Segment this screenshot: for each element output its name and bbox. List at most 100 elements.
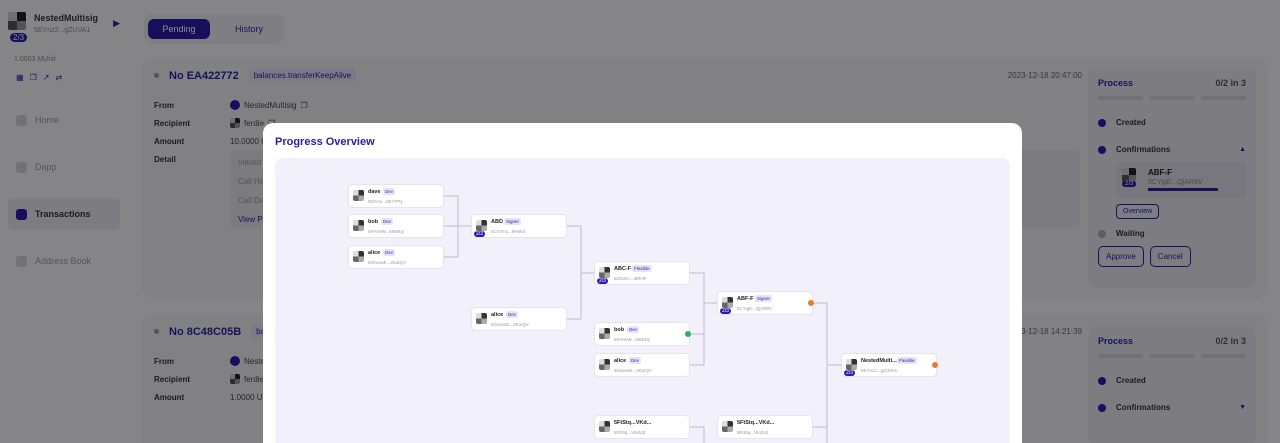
signer-node[interactable]: 5FtStq...VKd... 5FtStq...VKdU2 — [717, 415, 813, 439]
row-label: Recipient — [154, 374, 191, 384]
step-created: Created — [1116, 118, 1146, 127]
link — [444, 195, 471, 227]
node-tag: Dev — [506, 311, 519, 318]
identicon — [8, 12, 26, 30]
cancel-button[interactable]: Cancel — [1149, 246, 1191, 267]
identicon — [722, 297, 733, 308]
home-icon — [16, 114, 27, 126]
chevron-down-icon[interactable]: ▼ — [1239, 404, 1246, 411]
pending-status-icon — [808, 300, 814, 306]
node-name: ABC-F — [614, 266, 632, 272]
node-name: ABF-F — [737, 296, 754, 302]
sidebar-item-label: Address Book — [35, 256, 92, 266]
node-address: 5FHneW...M694ty — [368, 229, 405, 234]
identicon — [353, 220, 364, 231]
dapp-icon — [16, 161, 27, 173]
amount-value: 10.0000 U — [230, 136, 267, 146]
copy-icon[interactable]: ❐ — [29, 73, 37, 82]
play-icon[interactable]: ▶ — [113, 17, 120, 28]
identicon — [846, 359, 857, 370]
approved-status-icon — [685, 331, 691, 337]
account-switcher[interactable]: 2/3 NestedMultisig 5EYnz2...gZUVA1 ▶ — [8, 12, 120, 42]
process-count: 0/2 in 3 — [1215, 78, 1246, 88]
process-bars — [1098, 96, 1246, 100]
info-icon — [1098, 403, 1106, 412]
link — [690, 334, 705, 366]
tx-time: 2023-12-18 20:47:00 — [1007, 71, 1082, 80]
progress-overview-modal: Progress Overview — [263, 123, 1022, 443]
sidebar-item-home[interactable]: Home — [8, 104, 120, 136]
tab-pending[interactable]: Pending — [148, 19, 210, 39]
account-name: NestedMultisig — [34, 12, 99, 23]
switch-icon[interactable]: ⇄ — [55, 73, 63, 82]
identicon — [599, 359, 610, 370]
tab-history[interactable]: History — [234, 24, 263, 34]
node-name: ABD — [491, 219, 503, 225]
threshold-badge: 2/3 — [10, 33, 28, 42]
identicon — [476, 220, 487, 231]
account-actions: ▦ ❐ ↗ ⇄ — [8, 73, 120, 82]
process-panel: Process 0/2 in 3 Created Confirmations▼ — [1088, 326, 1256, 443]
process-title: Process — [1098, 336, 1134, 346]
node-name: dave — [368, 189, 381, 195]
signer-node[interactable]: 5FtStq...VKd... 5FtStq...VKdU2 — [594, 415, 690, 439]
plus-icon — [1098, 118, 1106, 127]
recipient-value: ferdie — [244, 118, 265, 128]
node-tag: Signer — [755, 295, 773, 302]
node-name: 5FtStq...VKd... — [737, 420, 775, 426]
avatar — [230, 100, 240, 110]
link — [444, 226, 459, 258]
node-tag: Dev — [381, 218, 394, 225]
node-tag: Flexible — [897, 357, 917, 364]
row-label: Amount — [154, 136, 185, 146]
sidebar-item-transactions[interactable]: Transactions — [8, 198, 120, 230]
qr-icon[interactable]: ▦ — [16, 73, 24, 82]
confirmation-address: 5CYigE...QjAR9V — [1148, 179, 1203, 186]
node-tag: Dev — [383, 249, 396, 256]
info-icon — [1098, 145, 1106, 154]
plus-icon — [1098, 376, 1106, 385]
process-count: 0/2 in 3 — [1215, 336, 1246, 346]
identicon — [1122, 168, 1136, 182]
pending-status-icon — [932, 362, 938, 368]
node-address: 5DGZm...tdRHF — [614, 276, 647, 281]
threshold-badge: 2/3 — [720, 308, 731, 314]
chevron-up-icon[interactable]: ▲ — [1239, 146, 1246, 153]
recipient-value: ferdie — [244, 374, 265, 384]
threshold-badge: 2/3 — [474, 231, 485, 237]
link — [567, 273, 582, 320]
signer-node[interactable]: alice Dev 5GrwvaE...2KutQY — [471, 307, 567, 331]
node-tag: Dev — [627, 326, 640, 333]
node-tag: Signer — [504, 218, 522, 225]
signer-node[interactable]: bob Dev 5FHneW...M694ty — [594, 322, 691, 346]
multisig-node[interactable]: 2/3 ABD Signer 5CGYnc...MHrkS — [471, 214, 567, 238]
multisig-node[interactable]: 2/3 ABF-F Signer 5CYigE...QjAR9V — [717, 291, 814, 315]
node-name: NestedMulti... — [861, 358, 897, 364]
node-address: 5GrwvaE...2KutQY — [614, 368, 653, 373]
signer-tree-canvas[interactable]: dave Dev 5DAAn...2EYTPy bob Dev 5FHneW..… — [275, 158, 1010, 443]
tx-tabs: Pending History — [144, 14, 284, 44]
overview-button[interactable]: Overview — [1116, 204, 1160, 219]
signer-node[interactable]: bob Dev 5FHneW...M694ty — [348, 214, 444, 238]
multisig-node-root[interactable]: 2/3 NestedMulti... Flexible 5EYnz2...gZU… — [841, 353, 938, 377]
signer-node[interactable]: alice Dev 5GrwvaE...2KutQY — [594, 353, 690, 377]
approve-button[interactable]: Approve — [1098, 246, 1144, 267]
identicon — [722, 421, 733, 432]
signer-node[interactable]: dave Dev 5DAAn...2EYTPy — [348, 184, 444, 208]
process-panel: Process 0/2 in 3 Created Confirmations▲ … — [1088, 68, 1256, 288]
row-label: Recipient — [154, 118, 191, 128]
threshold-badge: 2/3 — [844, 370, 855, 376]
identicon — [353, 251, 364, 262]
node-address: 5CGYnc...MHrkS — [491, 229, 526, 234]
sidebar-item-dapp[interactable]: Dapp — [8, 151, 120, 183]
threshold-badge: 2/3 — [597, 278, 608, 284]
multisig-node[interactable]: 2/3 ABC-F Flexible 5DGZm...tdRHF — [594, 261, 690, 285]
sidebar-item-address-book[interactable]: Address Book — [8, 245, 120, 277]
copy-icon[interactable]: ❐ — [300, 100, 308, 110]
signer-node[interactable]: alice Dev 5GrwvaE...2KutQY — [348, 245, 444, 269]
identicon — [476, 313, 487, 324]
process-bars — [1098, 354, 1246, 358]
view-parameters-link[interactable]: View Pa — [238, 215, 268, 224]
external-link-icon[interactable]: ↗ — [42, 73, 50, 82]
node-name: bob — [368, 219, 379, 225]
